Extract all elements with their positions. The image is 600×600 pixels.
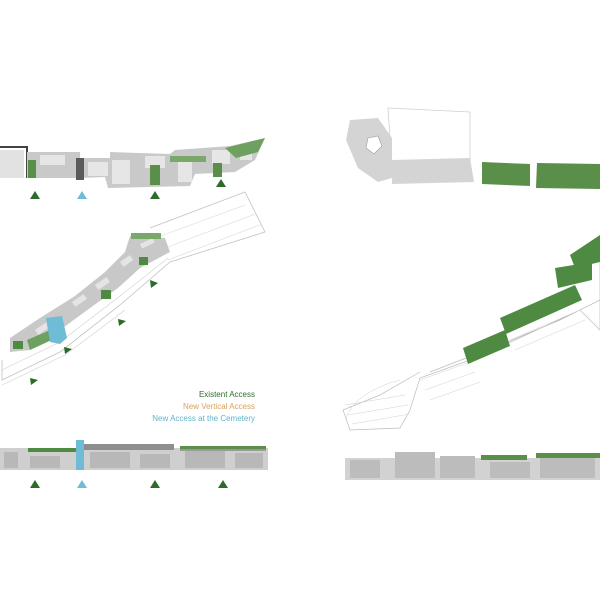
access-marker-cemetery bbox=[77, 191, 87, 199]
access-marker-existent bbox=[150, 280, 158, 288]
access-marker-existent bbox=[30, 480, 40, 488]
axo-access-markers bbox=[30, 280, 158, 385]
access-marker-existent bbox=[150, 191, 160, 199]
left-axonometric bbox=[1, 191, 266, 386]
access-marker-existent bbox=[30, 191, 40, 199]
access-marker-existent bbox=[64, 347, 72, 354]
elevation-facade-detail bbox=[4, 451, 263, 468]
right-elevation-strip bbox=[345, 452, 600, 480]
axo-outline-street bbox=[1, 191, 266, 381]
elevation-access-markers bbox=[30, 480, 228, 488]
right-axonometric bbox=[2, 0, 600, 430]
axo-outline-facade bbox=[149, 204, 263, 261]
right-axo-facade-lines bbox=[344, 309, 586, 425]
right-elevation-facades bbox=[350, 452, 595, 478]
plan-access-markers bbox=[30, 179, 226, 199]
right-elevation-green-roof bbox=[481, 455, 527, 460]
axo-cemetery-access bbox=[46, 316, 67, 344]
elevation-dark-band bbox=[84, 444, 174, 450]
access-marker-existent bbox=[118, 319, 126, 326]
access-marker-existent bbox=[30, 378, 38, 385]
plan-texture bbox=[40, 150, 252, 184]
right-elevation-green-roof bbox=[536, 453, 600, 458]
right-plan-grey-row bbox=[392, 158, 474, 184]
plan-end-block bbox=[0, 150, 24, 178]
axo-outline-lower bbox=[1, 257, 169, 386]
right-plan-cemetery-shape bbox=[365, 135, 383, 155]
access-marker-existent bbox=[218, 480, 228, 488]
legend-existent-access: Existent Access bbox=[198, 390, 255, 399]
access-marker-cemetery bbox=[77, 480, 87, 488]
elevation-cemetery-access bbox=[76, 440, 84, 470]
axo-roof-texture bbox=[34, 238, 155, 335]
axo-roof-band bbox=[10, 236, 170, 352]
right-axo-green-roofs bbox=[463, 235, 600, 364]
legend-new-vertical-access: New Vertical Access bbox=[182, 402, 255, 411]
elevation-green-roof bbox=[28, 448, 78, 452]
access-legend: Existent Access New Vertical Access New … bbox=[152, 389, 255, 425]
plan-cemetery-access bbox=[76, 158, 84, 180]
left-plan-strip bbox=[0, 138, 265, 199]
right-plan-green-block bbox=[482, 162, 530, 186]
right-axo-line-drawing bbox=[2, 0, 600, 430]
elevation-green-roof bbox=[180, 446, 266, 449]
left-elevation-strip bbox=[0, 440, 268, 488]
access-marker-existent bbox=[150, 480, 160, 488]
right-plan-strip bbox=[346, 107, 600, 189]
access-marker-existent bbox=[216, 179, 226, 187]
right-plan-green-block bbox=[536, 163, 600, 189]
legend-new-cemetery-access: New Access at the Cemetery bbox=[152, 414, 255, 423]
plan-green-patches bbox=[28, 138, 265, 185]
